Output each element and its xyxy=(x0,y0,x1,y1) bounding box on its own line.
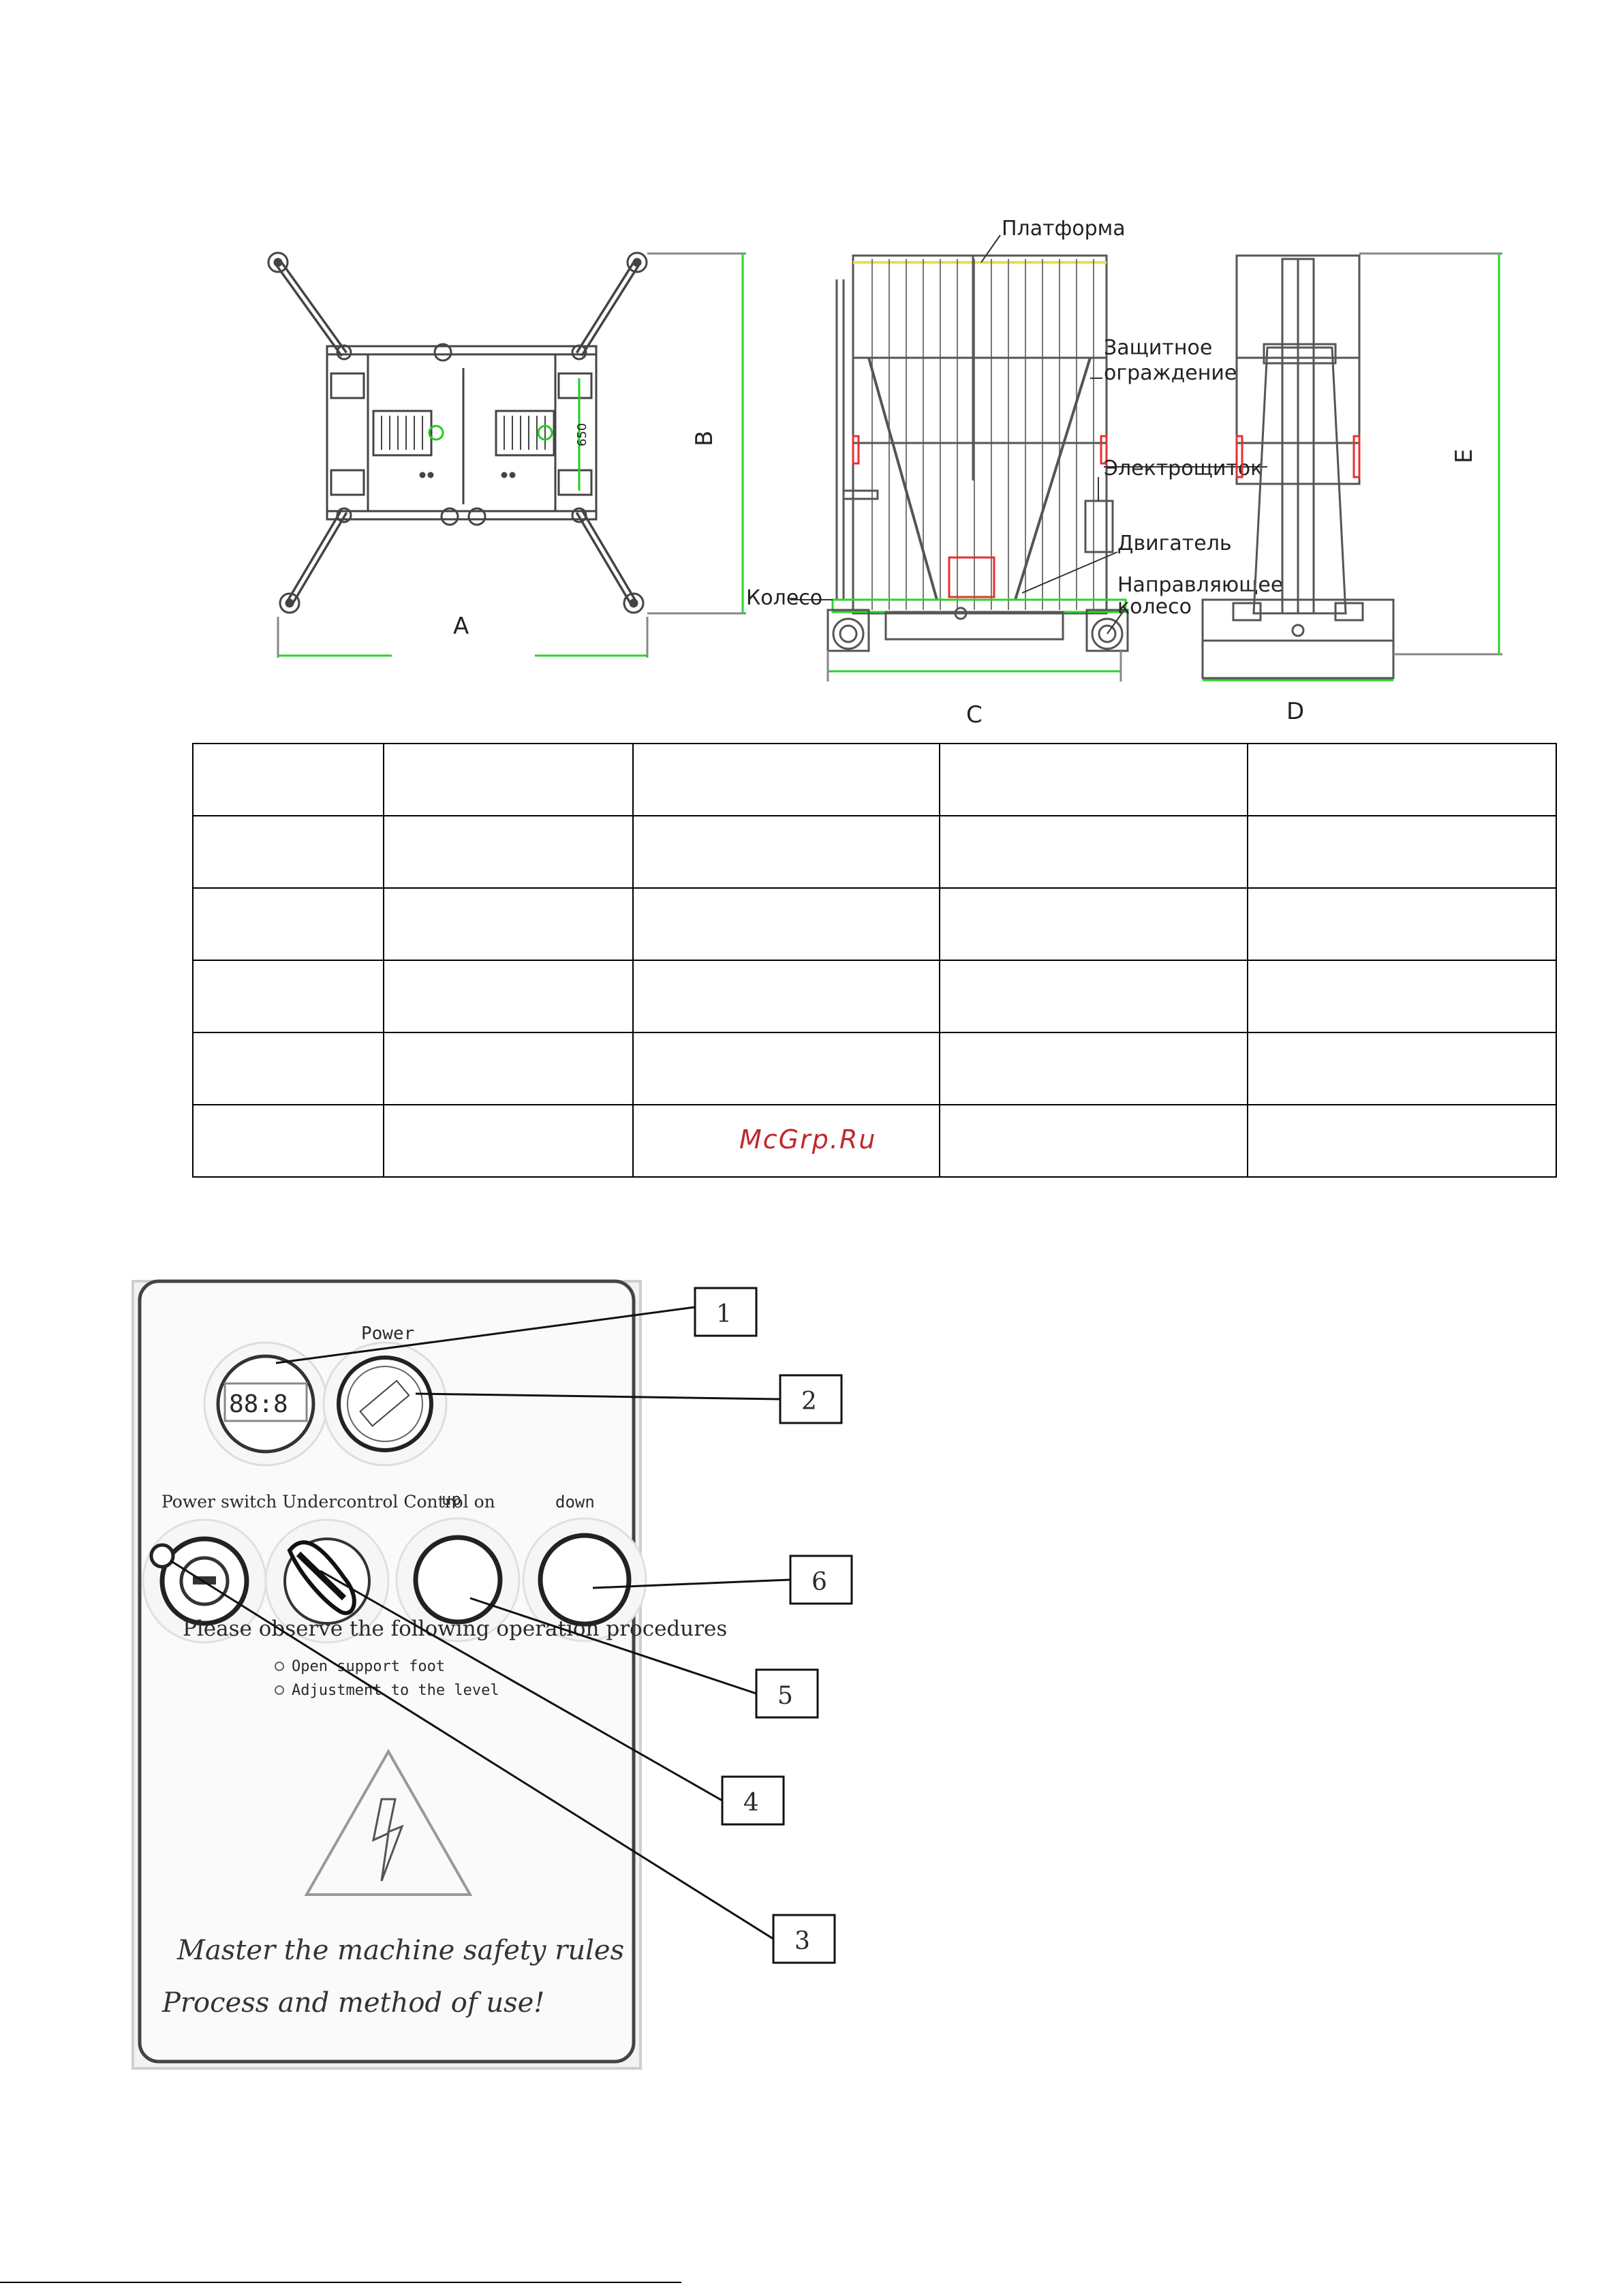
svg-text:2: 2 xyxy=(801,1388,817,1415)
table-row xyxy=(192,1032,1557,1105)
callout-box-3: 3 xyxy=(772,1914,836,1964)
svg-text:3: 3 xyxy=(794,1927,810,1955)
dim-b-label: B xyxy=(691,431,718,446)
label-guide-wheel-line2: колесо xyxy=(1117,595,1192,619)
dim-650-label: 650 xyxy=(575,423,589,446)
down-label: down xyxy=(555,1493,595,1512)
front-view xyxy=(1201,254,1395,679)
callout-box-1: 1 xyxy=(694,1287,758,1337)
dimension-lines-d-e xyxy=(1203,252,1502,682)
instruction-text: Please observe the following operation p… xyxy=(183,1617,727,1641)
callout-leaders xyxy=(170,1306,791,1940)
dim-c-label: C xyxy=(966,701,983,729)
power-meter-gauge: 88:8 xyxy=(203,1341,328,1467)
high-voltage-warning-icon xyxy=(304,1748,473,1896)
up-button[interactable] xyxy=(395,1517,521,1642)
dimension-line-c xyxy=(826,651,1122,682)
dim-a-label: A xyxy=(453,613,469,640)
callout-box-2: 2 xyxy=(779,1374,843,1424)
switch-labels-row: Power switch Undercontrol Control on xyxy=(161,1492,495,1512)
svg-text:6: 6 xyxy=(812,1568,827,1596)
step-open-support-foot: Open support foot xyxy=(292,1658,445,1675)
power-key-switch[interactable] xyxy=(142,1518,267,1644)
control-panel-plate xyxy=(138,1279,636,2064)
safety-rules-line1: Master the machine safety rules xyxy=(176,1935,624,1966)
dimension-lines-a-b xyxy=(277,252,746,658)
table-row xyxy=(192,887,1557,961)
dim-d-label: D xyxy=(1286,698,1304,725)
table-row xyxy=(192,960,1557,1033)
svg-text:5: 5 xyxy=(777,1682,793,1710)
dim-e-label: E xyxy=(1451,449,1478,463)
side-view-leaders xyxy=(790,234,1267,634)
safety-rules-line2: Process and method of use! xyxy=(161,1987,544,2019)
svg-text:1: 1 xyxy=(716,1300,732,1328)
label-platform: Платформа xyxy=(1002,217,1126,241)
top-view xyxy=(267,251,648,614)
panel-photo-frame xyxy=(132,1280,642,2070)
footer-rule xyxy=(0,2282,681,2283)
callout-box-4: 4 xyxy=(721,1775,785,1826)
table-row xyxy=(192,743,1557,816)
svg-text:4: 4 xyxy=(743,1789,759,1817)
callout-box-6: 6 xyxy=(789,1555,853,1605)
label-guard-line2: ограждение xyxy=(1104,361,1237,385)
label-motor: Двигатель xyxy=(1117,532,1232,555)
watermark: McGrp.Ru xyxy=(739,1124,877,1154)
svg-text:88:8: 88:8 xyxy=(229,1390,288,1418)
table-row xyxy=(192,815,1557,889)
label-guide-wheel-line1: Направляющее xyxy=(1117,573,1283,597)
table-row xyxy=(192,1104,1557,1178)
side-view xyxy=(826,254,1129,652)
lift-technical-drawing: A B 650 xyxy=(267,217,1502,729)
up-label: up xyxy=(442,1490,461,1509)
down-button[interactable] xyxy=(522,1517,647,1642)
callout-box-5: 5 xyxy=(755,1668,819,1719)
power-label: Power xyxy=(361,1323,414,1344)
label-wheel: Колесо xyxy=(746,586,822,610)
spec-table xyxy=(192,743,1557,1178)
control-selector-switch[interactable] xyxy=(264,1518,390,1644)
step-adjust-level: Adjustment to the level xyxy=(292,1682,499,1699)
label-guard-line1: Защитное xyxy=(1104,336,1212,360)
hour-meter-gauge xyxy=(322,1341,448,1467)
